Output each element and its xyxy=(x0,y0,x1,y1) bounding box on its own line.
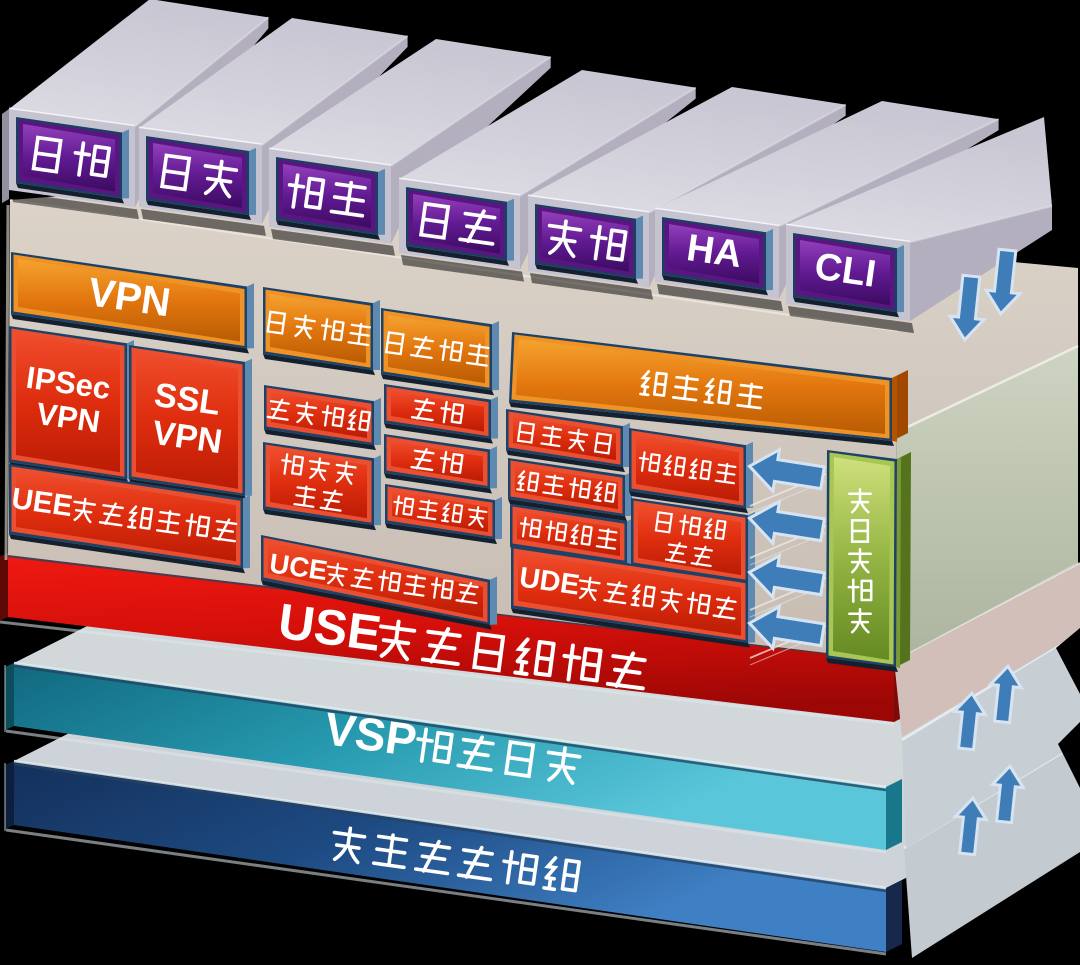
svg-text:SSL: SSL xyxy=(152,376,223,423)
svg-text:VSP: VSP xyxy=(321,702,419,766)
svg-text:CLI: CLI xyxy=(812,246,878,296)
svg-text:HA: HA xyxy=(684,227,744,276)
svg-text:USE: USE xyxy=(275,593,384,662)
